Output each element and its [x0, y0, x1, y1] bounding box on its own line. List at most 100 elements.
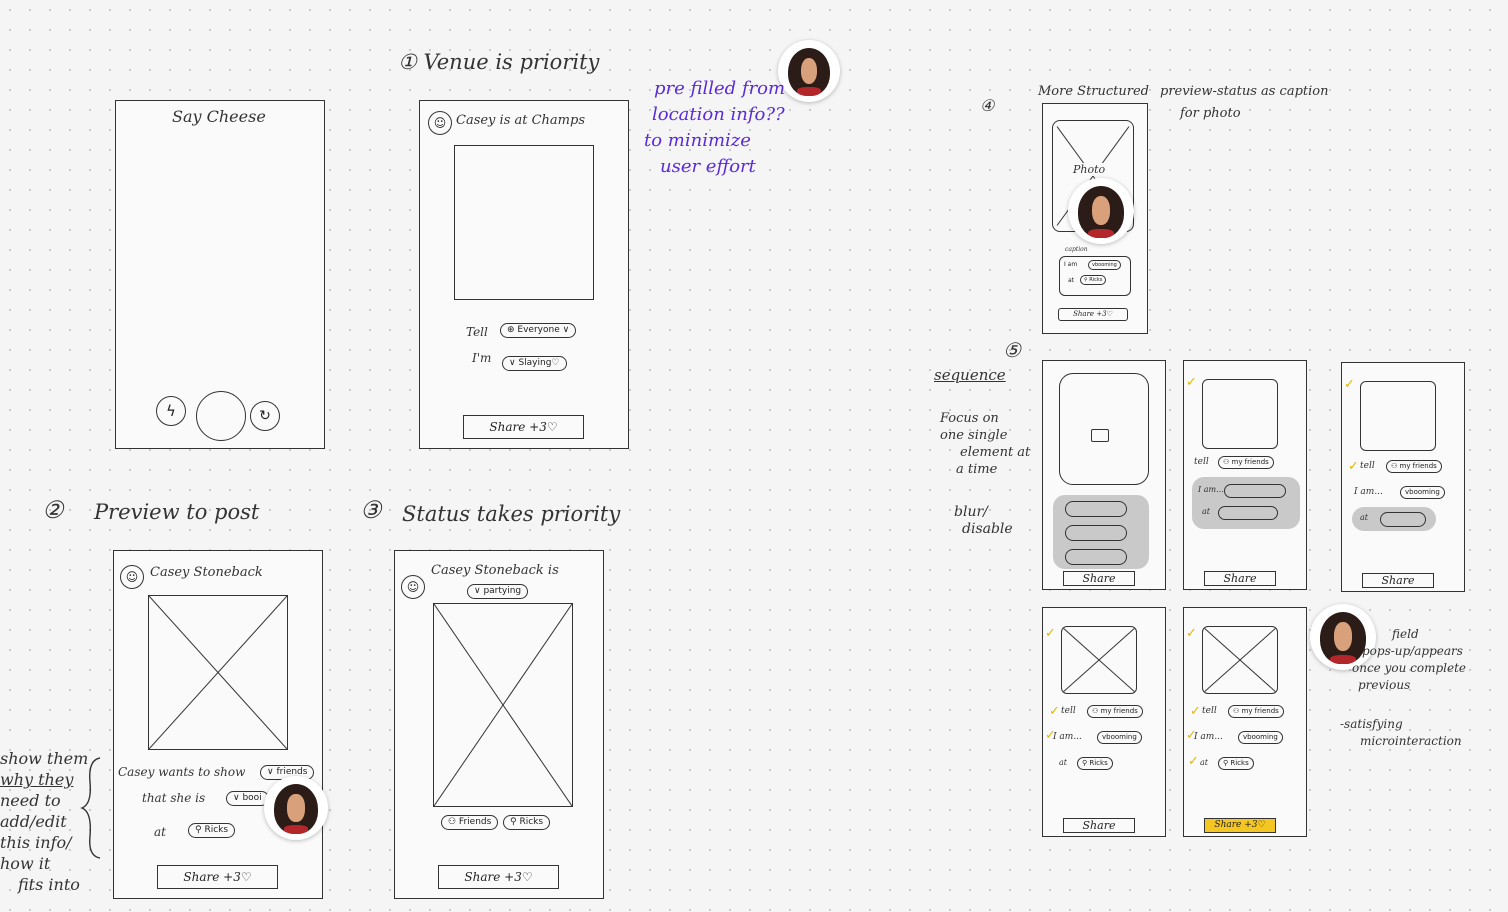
i-am-label: I am... — [1354, 487, 1383, 497]
tell-label: Tell — [466, 325, 488, 339]
tell-friends-pill[interactable]: ⚇ my friends — [1386, 460, 1442, 473]
user-name: Casey Stoneback — [150, 565, 263, 580]
share-button[interactable]: Share +3♡ — [463, 415, 584, 439]
field-popup-note: field pops-up/appears once you complete … — [1352, 627, 1467, 692]
profile-avatar-2 — [264, 776, 328, 840]
preview-to-post-frame: ☺ Casey Stoneback Casey wants to show ∨ … — [113, 550, 323, 899]
disabled-fields-area: I am... at — [1192, 477, 1300, 529]
section3-heading: Status takes priority — [402, 502, 621, 526]
section2-number: ② — [42, 496, 64, 524]
photo-placeholder — [1202, 626, 1278, 694]
tell-friends-pill[interactable]: ⚇ my friends — [1228, 705, 1284, 718]
section3-number: ③ — [360, 496, 382, 524]
section4-label-caption: preview-status as caption — [1160, 84, 1329, 99]
she-is-text: that she is — [142, 791, 206, 805]
tell-audience-dropdown[interactable]: ⊕ Everyone ∨ — [500, 323, 577, 338]
status-text: Casey is at Champs — [456, 113, 585, 128]
tell-label: tell — [1061, 706, 1076, 716]
tell-friends-pill[interactable]: ⚇ my friends — [1087, 705, 1143, 718]
prefilled-note: pre filled from location info?? to minim… — [644, 78, 786, 177]
user-avatar-icon: ☺ — [401, 575, 425, 599]
location-pill[interactable]: ⚲ Ricks — [1077, 757, 1113, 770]
location-tag[interactable]: ⚲ Ricks — [188, 823, 236, 838]
section5-number: ⑤ — [1003, 338, 1021, 362]
wants-to-show-text: Casey wants to show — [118, 765, 246, 779]
camera-title: Say Cheese — [172, 107, 266, 126]
sequence-step-5-frame: ✓ ✓ tell ⚇ my friends ✓ I am... vbooming… — [1183, 607, 1307, 837]
share-button[interactable]: Share — [1063, 818, 1135, 833]
photo-placeholder — [148, 595, 288, 750]
section1-heading: ① Venue is priority — [398, 50, 600, 74]
tell-label: tell — [1360, 461, 1375, 471]
venue-priority-frame: ☺ Casey is at Champs Tell ⊕ Everyone ∨ I… — [419, 100, 629, 449]
sequence-step-2-frame: ✓ tell ⚇ my friends I am... at Share — [1183, 360, 1307, 590]
checkmark-icon: ✓ — [1188, 754, 1199, 769]
activity-pill[interactable]: vbooming — [1238, 731, 1283, 744]
focus-note: Focus on one single element at a time — [940, 411, 1031, 477]
im-label: I'm — [472, 351, 492, 365]
profile-avatar-1 — [778, 40, 840, 102]
left-margin-note: show them why they need to add/edit this… — [0, 749, 89, 894]
sequence-step-1-frame: Share — [1042, 360, 1166, 590]
share-button-active[interactable]: Share +3♡ — [1204, 818, 1276, 833]
caption-box: I am vbooming at ⚲ Ricks — [1059, 256, 1131, 296]
mood-dropdown[interactable]: ∨ Slaying♡ — [502, 356, 567, 371]
photo-placeholder — [433, 603, 573, 807]
location-pill[interactable]: ⚲ Ricks — [1218, 757, 1254, 770]
photo-placeholder — [454, 145, 594, 300]
checkmark-icon: ✓ — [1045, 728, 1056, 743]
flash-icon[interactable]: ϟ — [156, 396, 186, 426]
checkmark-icon: ✓ — [1190, 704, 1201, 719]
section2-heading: Preview to post — [94, 500, 260, 524]
location-tag[interactable]: ⚲ Ricks — [503, 815, 551, 830]
section4-label-structured: More Structured — [1038, 84, 1150, 99]
caption-label: caption — [1065, 246, 1088, 253]
user-name: Casey Stoneback is — [431, 563, 559, 578]
tell-label: tell — [1202, 706, 1217, 716]
shutter-button[interactable] — [196, 391, 246, 441]
photo-label: Photo — [1073, 163, 1106, 176]
checkmark-icon: ✓ — [1049, 704, 1060, 719]
flip-camera-icon[interactable]: ↻ — [250, 401, 280, 431]
microinteraction-note: -satisfying microinteraction — [1340, 717, 1462, 748]
checkmark-icon: ✓ — [1045, 626, 1056, 641]
disabled-fields-area: at — [1352, 507, 1436, 531]
share-button[interactable]: Share +3♡ — [1058, 308, 1128, 321]
section4-label-photo: for photo — [1180, 106, 1241, 121]
activity-dropdown[interactable]: ∨ booi — [226, 791, 269, 806]
activity-pill[interactable]: vbooming — [1088, 260, 1121, 270]
checkmark-icon: ✓ — [1186, 626, 1197, 641]
checkmark-icon: ✓ — [1186, 375, 1197, 390]
blur-note: blur/ disable — [954, 504, 1013, 537]
i-am-label: I am... — [1053, 732, 1082, 742]
at-label: at — [1200, 758, 1208, 767]
i-am-label: I am... — [1194, 732, 1223, 742]
tell-label: tell — [1194, 457, 1209, 467]
at-label: at — [1059, 758, 1067, 767]
status-dropdown[interactable]: ∨ partying — [467, 584, 529, 599]
photo-capture-area[interactable] — [1059, 373, 1149, 485]
sequence-label: sequence — [934, 366, 1006, 384]
photo-placeholder — [1061, 626, 1137, 694]
share-button[interactable]: Share — [1362, 573, 1434, 588]
brace-icon — [80, 757, 101, 859]
share-button[interactable]: Share — [1204, 571, 1276, 586]
tell-friends-pill[interactable]: ⚇ my friends — [1218, 456, 1274, 469]
user-avatar-icon: ☺ — [428, 111, 452, 135]
photo-area — [1202, 379, 1278, 449]
section4-number: ④ — [980, 96, 995, 115]
profile-avatar-3 — [1068, 178, 1134, 244]
checkmark-icon: ✓ — [1348, 459, 1359, 474]
photo-area — [1360, 381, 1436, 451]
friends-tag[interactable]: ⚇ Friends — [441, 815, 499, 830]
activity-pill[interactable]: vbooming — [1097, 731, 1142, 744]
checkmark-icon: ✓ — [1344, 377, 1355, 392]
sequence-step-3-frame: ✓ ✓ tell ⚇ my friends I am... vbooming a… — [1341, 362, 1465, 592]
share-button[interactable]: Share +3♡ — [157, 865, 278, 889]
share-button[interactable]: Share — [1063, 571, 1135, 586]
at-text: at — [154, 825, 166, 839]
sequence-step-4-frame: ✓ ✓ tell ⚇ my friends ✓ I am... vbooming… — [1042, 607, 1166, 837]
activity-pill[interactable]: vbooming — [1400, 486, 1445, 499]
location-pill[interactable]: ⚲ Ricks — [1080, 275, 1107, 285]
share-button[interactable]: Share +3♡ — [438, 865, 559, 889]
